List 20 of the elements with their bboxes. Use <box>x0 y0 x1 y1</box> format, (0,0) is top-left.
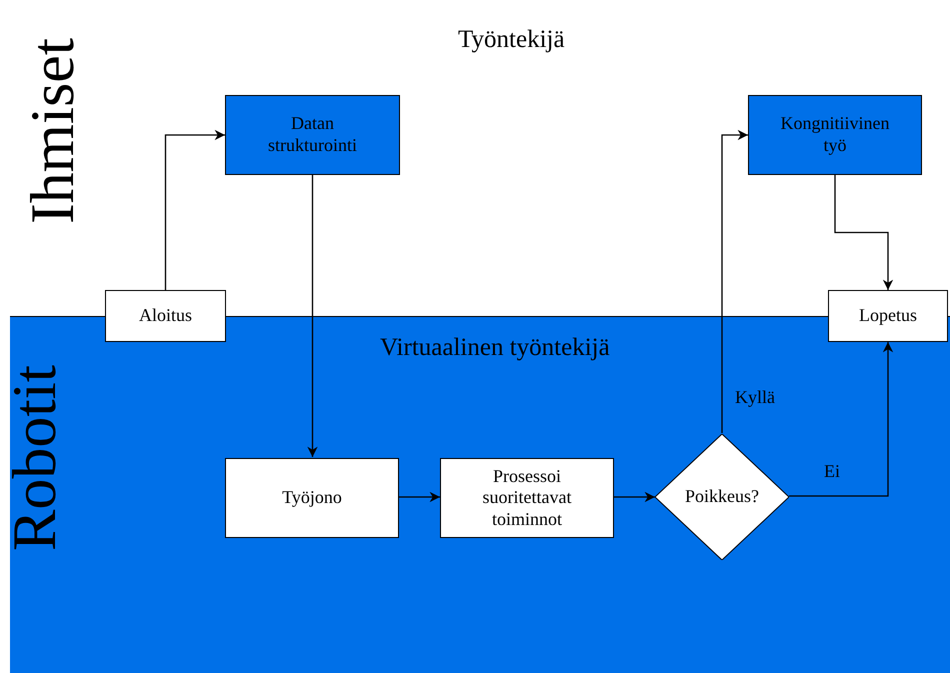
process-box: Datan strukturointi <box>225 95 400 175</box>
process-box: Aloitus <box>105 290 226 342</box>
edge-label: Ei <box>824 461 840 482</box>
arrow <box>399 492 440 502</box>
arrow <box>307 175 318 457</box>
lane-heading: Virtuaalinen työntekijä <box>380 333 610 363</box>
process-box: Prosessoi suoritettavat toiminnot <box>440 458 614 538</box>
decision-diamond: Poikkeus? <box>655 434 789 560</box>
arrow <box>164 130 225 290</box>
arrow <box>721 130 748 433</box>
process-box: Työjono <box>225 458 399 538</box>
process-box: Lopetus <box>828 290 948 342</box>
lane-title: Robotit <box>4 364 66 552</box>
edge-label: Kyllä <box>735 387 775 408</box>
arrow <box>614 492 655 502</box>
process-box: Kongnitiivinen työ <box>748 95 922 175</box>
arrow <box>834 175 894 290</box>
lane-heading: Työntekijä <box>458 26 565 54</box>
lane-title: Ihmiset <box>22 38 84 224</box>
arrow <box>789 342 894 497</box>
